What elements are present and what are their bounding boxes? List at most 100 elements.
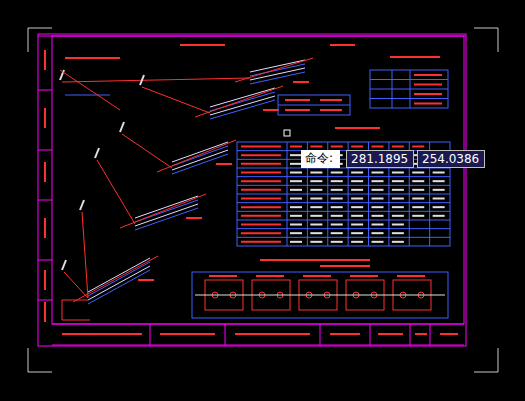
cad-stroke — [310, 198, 322, 200]
cad-stroke — [433, 198, 445, 200]
cad-stroke — [310, 215, 322, 217]
cad-stroke — [372, 189, 384, 191]
cad-table — [278, 95, 350, 115]
cad-stroke — [310, 189, 322, 191]
cad-stroke — [392, 224, 404, 226]
cad-stroke — [412, 172, 424, 174]
cad-stroke — [392, 180, 404, 182]
cad-stroke — [241, 172, 281, 174]
cad-stroke — [237, 202, 450, 203]
cad-stroke — [241, 224, 281, 226]
cad-stroke — [372, 206, 384, 208]
cad-stroke — [290, 180, 302, 182]
cad-stroke — [331, 206, 343, 208]
cad-stroke — [241, 232, 281, 234]
cad-stroke — [64, 272, 88, 298]
cad-stroke — [256, 275, 284, 277]
cad-stroke — [414, 84, 442, 86]
cad-stroke — [216, 163, 232, 165]
cad-stroke — [392, 198, 404, 200]
cad-stroke — [260, 259, 370, 261]
cad-stroke — [122, 134, 172, 168]
cad-stroke — [351, 232, 363, 234]
cad-stroke — [351, 189, 363, 191]
cad-stroke — [310, 206, 322, 208]
cad-stroke — [392, 241, 404, 243]
cad-stroke — [331, 224, 343, 226]
cad-stroke — [310, 224, 322, 226]
cad-stroke — [287, 142, 288, 246]
pick-box — [284, 130, 290, 136]
cad-stroke — [44, 302, 46, 322]
cad-stroke — [290, 215, 302, 217]
cad-stroke — [351, 215, 363, 217]
cad-stroke — [351, 224, 363, 226]
cad-stroke — [372, 215, 384, 217]
cad-stroke — [412, 180, 424, 182]
cad-stroke — [235, 333, 310, 335]
cad-stroke — [241, 198, 281, 200]
prompt-text: 命令: — [305, 151, 333, 165]
coordinate-field: 254.0386 — [417, 150, 485, 168]
cad-stroke — [180, 44, 225, 46]
command-prompt: 命令: — [301, 150, 340, 168]
cad-stroke — [410, 70, 411, 108]
cad-stroke — [241, 215, 281, 217]
cad-stroke — [372, 224, 384, 226]
cad-stroke — [65, 57, 120, 59]
cad-stroke — [140, 75, 144, 85]
cad-stroke — [44, 162, 46, 182]
cad-stroke — [290, 232, 302, 234]
cad-stroke — [351, 172, 363, 174]
cad-stroke — [412, 206, 424, 208]
cad-table — [370, 70, 448, 108]
cad-stroke — [241, 189, 281, 191]
cad-stroke — [241, 163, 281, 165]
cad-stroke — [390, 56, 440, 58]
cad-stroke — [310, 146, 322, 148]
cad-stroke — [290, 206, 302, 208]
cad-stroke — [95, 148, 99, 158]
cad-stroke — [440, 333, 458, 335]
cad-stroke — [237, 176, 450, 177]
cad-stroke — [44, 218, 46, 238]
cad-stroke — [209, 275, 237, 277]
cad-stroke — [120, 194, 206, 228]
cad-stroke — [237, 211, 450, 212]
cad-stroke — [138, 279, 154, 281]
cad-stroke — [62, 78, 250, 82]
cad-stroke — [392, 189, 404, 191]
cad-stroke — [351, 206, 363, 208]
cad-stroke — [62, 260, 66, 270]
coordinate-value: 281.1895 — [351, 152, 408, 166]
cad-stroke — [331, 241, 343, 243]
cad-stroke — [412, 189, 424, 191]
cad-stroke — [370, 98, 448, 99]
cad-stroke — [370, 79, 448, 80]
cad-stroke — [278, 105, 350, 106]
cad-stroke — [310, 241, 322, 243]
cad-stroke — [330, 333, 360, 335]
cad-stroke — [172, 150, 228, 170]
cad-stroke — [392, 232, 404, 234]
cad-stroke — [241, 241, 281, 243]
cad-section — [192, 272, 448, 318]
cad-stroke — [350, 275, 378, 277]
cad-stroke — [88, 266, 150, 300]
cad-stroke — [237, 220, 450, 221]
cad-stroke — [80, 200, 84, 210]
cad-stroke — [237, 237, 450, 238]
cad-stroke — [351, 241, 363, 243]
cad-stroke — [331, 232, 343, 234]
cad-stroke — [351, 198, 363, 200]
cad-stroke — [237, 185, 450, 186]
cad-stroke — [210, 88, 275, 107]
cad-stroke — [331, 198, 343, 200]
cad-stroke — [241, 146, 281, 148]
cad-stroke — [412, 146, 424, 148]
cad-stroke — [142, 87, 210, 113]
coordinate-field: 281.1895 — [346, 150, 414, 168]
cad-stroke — [392, 215, 404, 217]
